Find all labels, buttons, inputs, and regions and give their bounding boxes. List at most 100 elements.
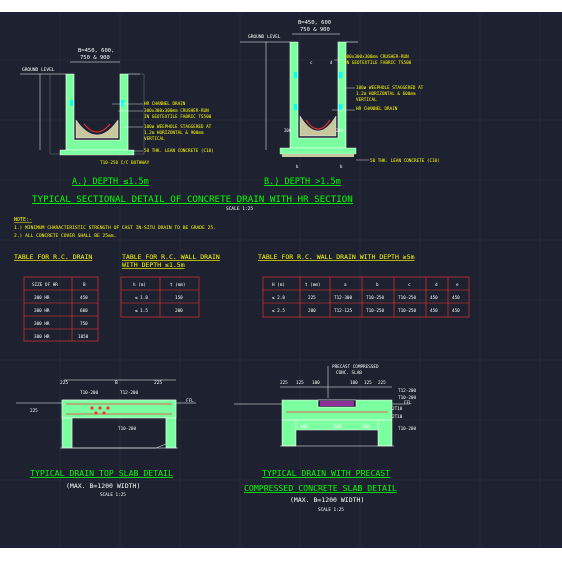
slab-top-bar-1: T10-200 [80, 390, 99, 396]
table1-header-1: SIZE OF HR [32, 282, 58, 288]
table3-cell-r2c2: 200 [308, 308, 316, 314]
precast-dim-3: 100 [312, 380, 320, 386]
table2-header-2: t (mm) [170, 282, 186, 288]
notes-heading: NOTE:- [14, 217, 32, 223]
table3-cell-r1c4: T10-250 [366, 295, 385, 301]
drawing-background [0, 12, 562, 548]
precast-bar-1: T12-200 [398, 388, 417, 394]
slab-top-dim-b: B [115, 380, 118, 386]
precast-bar-4: 2T10 [392, 406, 403, 412]
section-a-dim-top: B=450, 600, [78, 48, 114, 54]
section-a-ground-label: GROUND LEVEL [22, 67, 55, 73]
precast-bottom-dims: 300 600 300 [300, 424, 370, 430]
main-title: TYPICAL SECTIONAL DETAIL OF CONCRETE DRA… [32, 194, 353, 205]
svg-text:200: 200 [284, 128, 292, 133]
precast-caption2: COMPRESSED CONCRETE SLAB DETAIL [244, 483, 397, 493]
table3-cell-r1c5: T10-250 [398, 295, 417, 301]
section-a-detail: B=450, 600, 750 & 900 GROUND LEVEL HR CH… [20, 48, 214, 187]
precast-dim-4: 100 [350, 380, 358, 386]
section-b-callout-5: VERTICAL [356, 97, 377, 103]
precast-bar-3: T10-200 [398, 426, 417, 432]
table3-header-3: a [344, 283, 347, 288]
table1-cell-r1c1: 300 HR [34, 295, 50, 301]
slab-top-dim-right: 225 [154, 380, 162, 386]
section-b-callout-7: 50 THK. LEAN CONCRETE (C10) [370, 158, 440, 164]
precast-bar-2: T10-200 [398, 395, 417, 401]
table3-header-1: H (m) [272, 282, 285, 288]
precast-dim-1: 225 [280, 380, 288, 386]
svg-text:200: 200 [336, 128, 344, 133]
section-a-callouts: HR CHANNEL DRAIN 300x300x300mm CRUSHER-R… [144, 101, 214, 154]
section-a-callout-7: 50 THK. LEAN CONCRETE (C10) [144, 148, 214, 154]
precast-dims: 225 125 100 100 125 225 [280, 380, 386, 386]
slab-top-scale: SCALE 1:25 [100, 492, 126, 498]
precast-dim-2: 125 [296, 380, 304, 386]
svg-text:b: b [296, 164, 299, 169]
section-b-callouts: 300x300x300mm CRUSHER-RUN IN GEOTEXTILE … [344, 54, 440, 164]
top-slab-detail: 225 B 225 T10-200 T12-200 T10-200 225 FF… [16, 379, 196, 498]
section-a-caption: A.) DEPTH ≤1.5m [72, 177, 149, 187]
table3-header-7: e [456, 283, 459, 288]
table3-header-2: t (mm) [305, 282, 321, 288]
table1-cell-r4c1: 300 HR [34, 334, 50, 340]
slab-top-bar-3: T10-200 [118, 426, 137, 432]
section-a-dim-top2: 750 & 900 [80, 55, 110, 61]
table1-cell-r3c2: 750 [80, 321, 88, 327]
table3-cell-r2c5: T10-250 [398, 308, 417, 314]
precast-scale: SCALE 1:25 [318, 507, 344, 513]
table3-cell-r1c6: 450 [430, 295, 438, 301]
precast-dim-5: 125 [364, 380, 372, 386]
slab-top-dim-left: 225 [60, 380, 68, 386]
main-scale: SCALE 1:25 [226, 206, 253, 212]
precast-bar-5: 2T10 [392, 414, 403, 420]
section-b-callout-2: IN GEOTEXTILE FABRIC TS500 [344, 60, 412, 66]
table3-header-5: c [408, 283, 411, 288]
table3-cell-r2c3: T12-125 [334, 308, 353, 314]
table3-cell-r1c2: 225 [308, 295, 316, 301]
table3-cell-r2c4: T10-250 [366, 308, 385, 314]
precast-caption1: TYPICAL DRAIN WITH PRECAST [262, 468, 390, 478]
section-b-callout-4: 1.2m HORIZONTAL & 600mm [356, 91, 416, 97]
section-a-callout-3: IN GEOTEXTILE FABRIC TS500 [144, 114, 212, 120]
notes: NOTE:- 1.) MINIMUM CHARACTERISTIC STRENG… [14, 217, 216, 239]
slab-top-caption2: (MAX. B=1200 WIDTH) [66, 482, 140, 490]
table2-title: TABLE FOR R.C. WALL DRAIN [122, 253, 220, 261]
table3-cell-r2c6: 450 [430, 308, 438, 314]
table1-cell-r2c1: 300 HR [34, 308, 50, 314]
section-a-callout-4: 100ø WEEPHOLE STAGGERED AT [144, 124, 212, 130]
section-b-dim-top2: 750 & 900 [300, 27, 330, 33]
table2-header-1: h (m) [133, 282, 146, 288]
section-b-callout-3: 100ø WEEPHOLE STAGGERED AT [356, 85, 424, 91]
precast-bottom-dim-3: 300 [362, 424, 370, 430]
table3-header-4: b [376, 282, 379, 288]
slab-top-bar-2: T12-200 [120, 390, 139, 396]
table1-cell-r4c2: 1050 [78, 334, 89, 340]
slab-top-ffl: FFL [186, 398, 194, 404]
table2-cell-r2c2: 200 [175, 308, 183, 314]
slab-top-caption1: TYPICAL DRAIN TOP SLAB DETAIL [30, 468, 173, 478]
section-b-ground-label: GROUND LEVEL [248, 34, 281, 40]
background-grid [0, 12, 562, 548]
section-a-bottom-note: T10-250 C/C BOTHWAY [100, 160, 150, 166]
table1-cell-r3c1: 300 HR [34, 321, 50, 327]
precast-bottom-dim-2: 600 [334, 424, 342, 430]
precast-label1: PRECAST COMPRESSED [332, 364, 379, 370]
slab-top-side: 225 [30, 408, 38, 414]
table3-cell-r2c1: ≤ 2.5 [272, 308, 285, 314]
table1-header-2: B [83, 282, 86, 288]
table1-title: TABLE FOR R.C. DRAIN [14, 253, 92, 261]
table2-cell-r2c1: ≤ 1.5 [135, 308, 148, 314]
table1 [23, 276, 99, 342]
table2 [120, 276, 200, 318]
precast-bottom-dim-1: 300 [300, 424, 308, 430]
table1-cell-r2c2: 600 [80, 308, 88, 314]
table2-cell-r1c1: ≤ 1.0 [135, 295, 148, 301]
precast-slab-detail: PRECAST COMPRESSED CONC. SLAB 225 125 10… [234, 364, 417, 513]
precast-ffl: FFL [404, 400, 412, 406]
table1-cell-r1c2: 450 [80, 295, 88, 301]
table3 [262, 276, 470, 318]
precast-label2: CONC. SLAB [336, 370, 362, 376]
table3-cells: H (m) t (mm) a b c d e ≤ 2.0 225 T12-300… [272, 282, 460, 314]
table2-cell-r1c2: 150 [175, 295, 183, 301]
section-a-callout-1: HR CHANNEL DRAIN [144, 101, 186, 107]
